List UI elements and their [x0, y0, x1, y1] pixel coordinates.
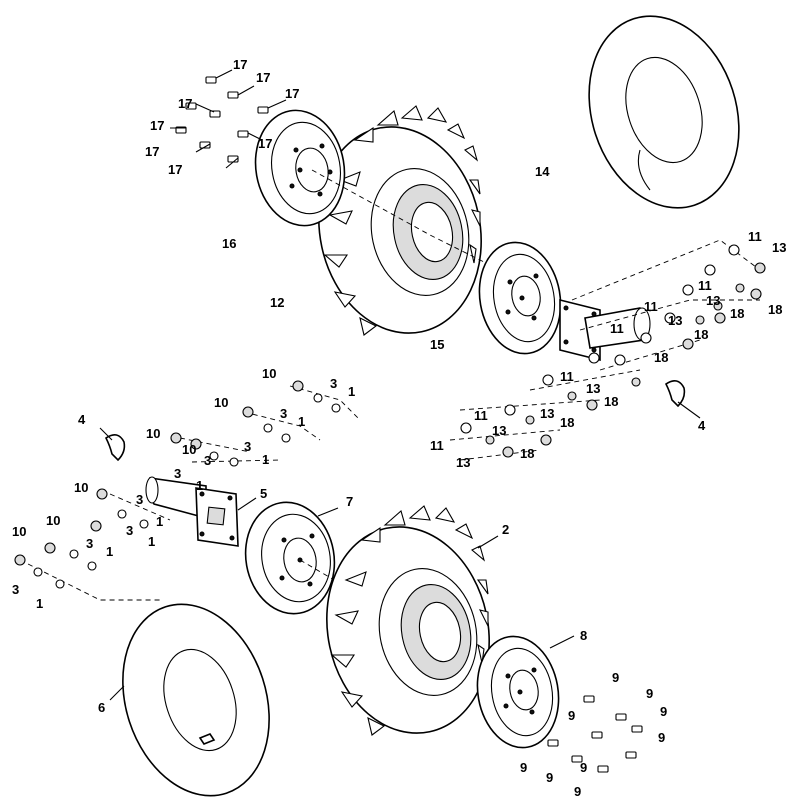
callout-label: 15 [430, 337, 444, 352]
callout-label: 12 [270, 295, 284, 310]
callout-label: 18 [730, 306, 744, 321]
callout-label: 9 [660, 704, 667, 719]
callout-label: 4 [698, 418, 706, 433]
callout-label: 17 [285, 86, 299, 101]
callout-label: 1 [156, 514, 163, 529]
part-12-tire [318, 105, 482, 336]
callout-label: 9 [646, 686, 653, 701]
callout-label: 16 [222, 236, 236, 251]
callout-label: 18 [560, 415, 574, 430]
callout-label: 1 [106, 544, 113, 559]
callout-label: 1 [36, 596, 43, 611]
callout-label: 17 [233, 57, 247, 72]
callout-label: 3 [244, 439, 251, 454]
callout-label: 11 [698, 278, 712, 293]
callout-label: 18 [694, 327, 708, 342]
callout-label: 1 [348, 384, 355, 399]
callout-label: 10 [146, 426, 160, 441]
callout-label: 2 [502, 522, 509, 537]
callout-label: 4 [78, 412, 86, 427]
nuts-washers-right [449, 239, 766, 461]
callout-label: 3 [330, 376, 337, 391]
callout-label: 13 [668, 313, 682, 328]
callout-label: 3 [136, 492, 143, 507]
callout-label: 10 [262, 366, 276, 381]
callout-label: 11 [644, 299, 658, 314]
callout-label: 14 [535, 164, 550, 179]
callout-label: 18 [768, 302, 782, 317]
callout-label: 17 [145, 144, 159, 159]
callout-label: 9 [520, 760, 527, 775]
callout-label: 9 [612, 670, 619, 685]
callout-label: 11 [610, 321, 624, 336]
callout-label: 5 [260, 486, 267, 501]
callout-label: 1 [298, 414, 305, 429]
callout-label: 7 [346, 494, 353, 509]
callout-label: 17 [178, 96, 192, 111]
callout-label: 13 [492, 423, 506, 438]
callout-label: 9 [574, 784, 581, 799]
part-8-rim [476, 635, 575, 749]
callout-label: 3 [280, 406, 287, 421]
callout-label: 17 [256, 70, 270, 85]
part-14-inner-tube [588, 15, 740, 209]
callout-label: 10 [182, 442, 196, 457]
callout-labels: 17 17 17 17 17 17 17 17 16 12 14 15 11 1… [12, 57, 786, 799]
screws-17 [170, 69, 287, 169]
callout-label: 9 [580, 760, 587, 775]
part-5-axle-hub [145, 476, 257, 547]
part-6-inner-tube [109, 603, 270, 797]
callout-label: 13 [586, 381, 600, 396]
callout-label: 1 [262, 452, 269, 467]
part-15-rim [478, 241, 562, 355]
callout-label: 8 [580, 628, 587, 643]
right-axle-hub [559, 298, 651, 362]
callout-label: 13 [456, 455, 470, 470]
callout-label: 13 [540, 406, 554, 421]
callout-label: 3 [12, 582, 19, 597]
callout-label: 6 [98, 700, 105, 715]
callout-label: 10 [46, 513, 60, 528]
callout-label: 11 [474, 408, 488, 423]
callout-label: 13 [772, 240, 786, 255]
callout-label: 11 [560, 369, 574, 384]
callout-label: 10 [214, 395, 228, 410]
callout-label: 17 [258, 136, 272, 151]
callout-label: 18 [604, 394, 618, 409]
part-4-clip-right [664, 380, 701, 419]
callout-label: 18 [654, 350, 668, 365]
callout-label: 11 [748, 229, 762, 244]
callout-label: 9 [568, 708, 575, 723]
callout-label: 3 [174, 466, 181, 481]
callout-label: 17 [168, 162, 182, 177]
callout-label: 1 [196, 478, 203, 493]
callout-label: 3 [86, 536, 93, 551]
callout-label: 9 [546, 770, 553, 785]
callout-label: 9 [658, 730, 665, 745]
callout-label: 10 [74, 480, 88, 495]
callout-label: 13 [706, 293, 720, 308]
callout-label: 11 [430, 438, 444, 453]
screws-9 [547, 695, 643, 773]
part-4-clip-left [99, 427, 126, 462]
nuts-washers-left [14, 380, 361, 601]
callout-label: 1 [148, 534, 155, 549]
callout-label: 10 [12, 524, 26, 539]
part-16-rim [254, 109, 521, 281]
callout-label: 18 [520, 446, 534, 461]
part-2-tire [326, 505, 499, 736]
callout-label: 3 [126, 523, 133, 538]
callout-label: 3 [204, 453, 211, 468]
callout-label: 17 [150, 118, 164, 133]
